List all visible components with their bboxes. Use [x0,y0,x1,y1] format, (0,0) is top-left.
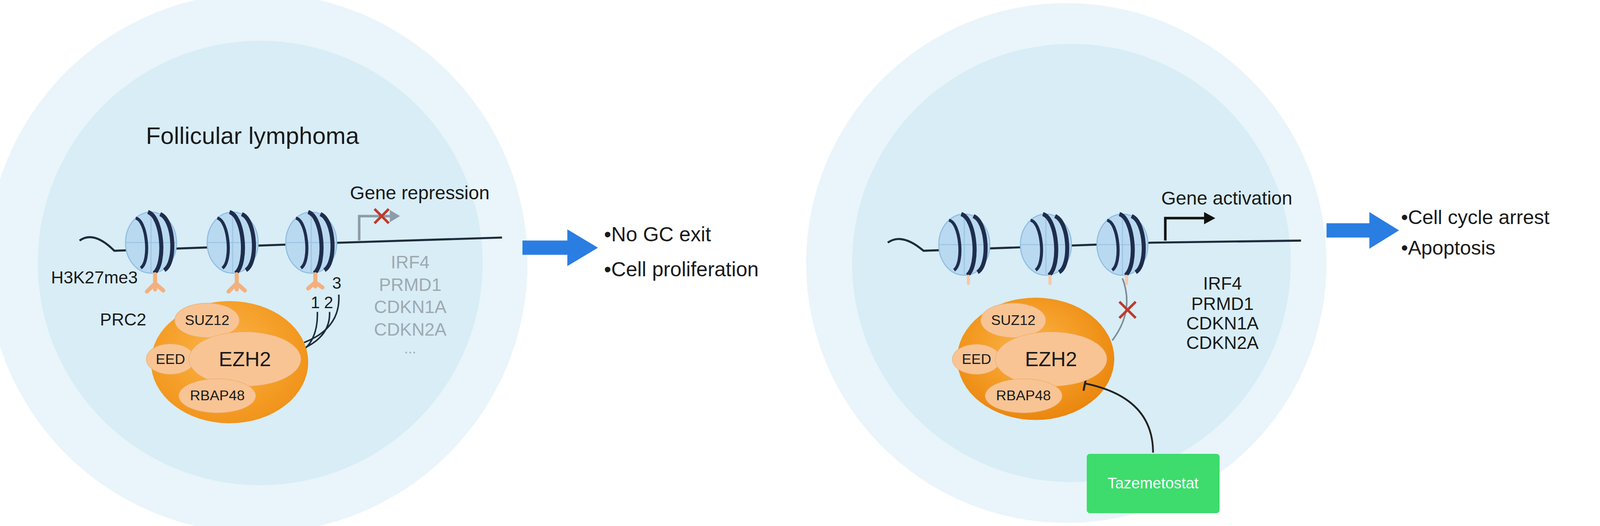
subunit-ellipse: EED [146,343,196,375]
node-label: SUZ12 [185,312,230,329]
text-label: 2 [324,293,334,313]
node-label: RBAP48 [189,387,245,404]
node-label: EZH2 [1024,347,1077,372]
text-label: •Cell cycle arrest [1401,205,1550,229]
text-label: •No GC exit [604,222,711,247]
node-heading: Follicular lymphoma [145,121,359,150]
text-label: PRMD1 [1191,293,1254,314]
connector-line [1084,383,1154,453]
node-label: RBAP48 [995,387,1051,404]
subunit-ellipse: EZH2 [188,331,301,387]
drug-box: Tazemetostat [1086,453,1220,514]
node-label: EZH2 [218,347,272,372]
subunit-ellipse: EED [952,344,1002,375]
node-label: EED [961,351,992,368]
outcome-arrow [1326,212,1399,249]
histone-tail [968,276,1127,284]
block-cross [1119,301,1136,318]
subunit-ellipse: EZH2 [995,331,1108,387]
tss-arrow [1165,218,1205,241]
histone-tail [147,274,323,292]
prc2-complex: PRC2SUZ12EEDEZH2RBAP48 [151,301,309,424]
text-label: Gene activation [1161,187,1293,210]
text-label: CDKN2A [1186,332,1260,353]
text-label: •Apoptosis [1401,236,1496,260]
gene-name-greyed: CDKN1A [374,296,447,318]
gene-name-greyed: CDKN2A [374,319,447,340]
node-label: Tazemetostat [1107,474,1199,493]
inhibition-connector [1083,376,1154,453]
cell-outline [0,0,528,526]
gene-name-greyed: ... [404,340,417,357]
blocked-link [1112,278,1128,341]
node-label: EED [155,351,186,368]
subunit-ellipse: RBAP48 [984,378,1063,414]
node-heading: PRC2 [100,309,147,330]
prc2-complex [956,297,1115,420]
gene-name-greyed: PRMD1 [379,274,442,295]
nucleus [37,40,483,486]
gene-name-greyed: IRF4 [391,251,430,273]
text-label: Gene repression [349,182,490,204]
text-label: 1 [310,293,321,313]
text-label: •Cell proliferation [604,257,759,282]
text-label: 3 [332,274,342,293]
subunit-ellipse: RBAP48 [178,378,256,414]
node-label: SUZ12 [991,312,1036,329]
text-label: H3K27me3 [50,267,138,288]
cell-outline [805,3,1327,524]
text-label: CDKN1A [1186,313,1260,334]
outcome-arrow [522,229,599,267]
nucleus [852,43,1291,483]
text-label: IRF4 [1203,273,1242,294]
block-cross [374,209,389,224]
